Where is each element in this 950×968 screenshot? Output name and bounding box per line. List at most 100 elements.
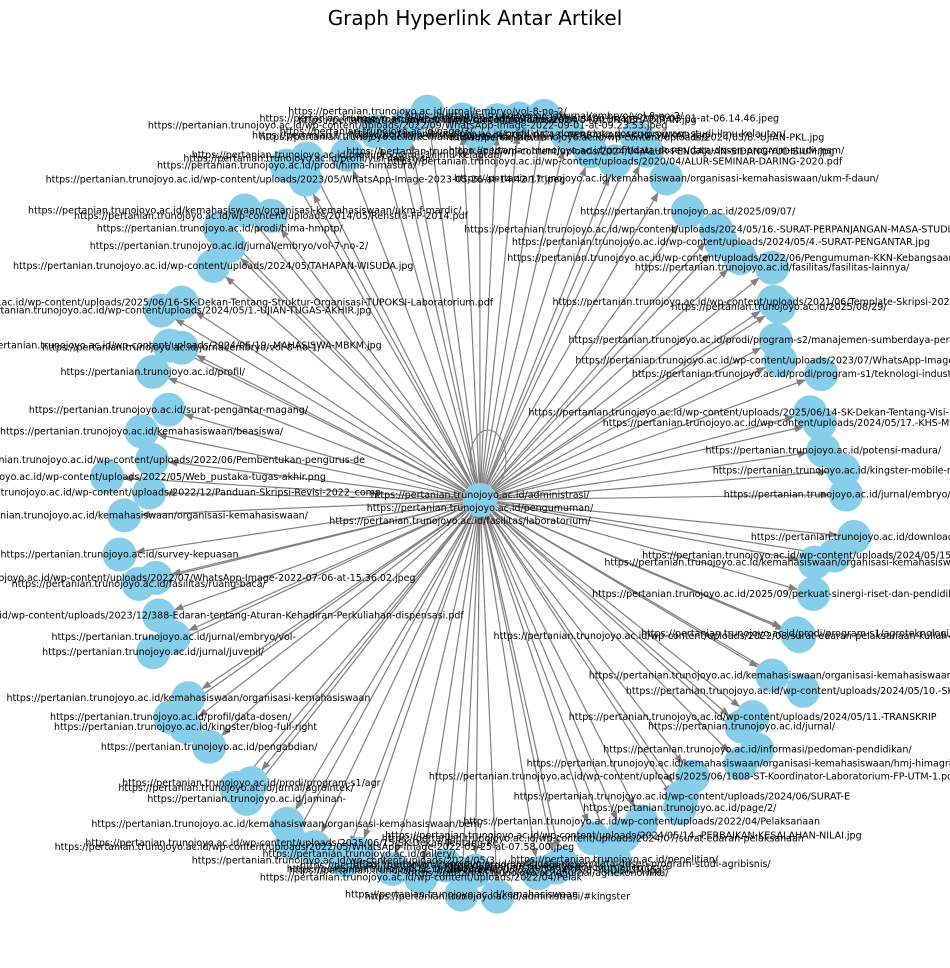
graph-node-60[interactable] — [234, 766, 269, 801]
edge-91 — [379, 146, 476, 484]
node-label-80: https://pertanian.trunojoyo.ac.id/wp-con… — [0, 306, 371, 317]
node-label-81: https://pertanian.trunojoyo.ac.id/wp-con… — [0, 298, 494, 309]
graph-node-14[interactable] — [755, 250, 790, 285]
node-label-47: https://pertanian.trunojoyo.ac.id/admini… — [365, 892, 630, 903]
edge-84 — [230, 239, 469, 489]
graph-node-28[interactable] — [796, 576, 831, 611]
node-label-85: https://pertanian.trunojoyo.ac.id/kemaha… — [28, 205, 462, 216]
graph-node-3[interactable] — [526, 98, 561, 133]
graph-node-86[interactable] — [254, 198, 289, 233]
node-label-34: https://pertanian.trunojoyo.ac.id/jurnal… — [648, 721, 836, 732]
graph-node-75[interactable] — [124, 414, 159, 449]
graph-node-52[interactable] — [375, 851, 410, 886]
edge-9 — [488, 192, 659, 486]
node-label-31: https://pertanian.trunojoyo.ac.id/kemaha… — [589, 670, 950, 681]
edge-49 — [459, 516, 480, 879]
graph-node-36[interactable] — [723, 746, 758, 781]
graph-node-81[interactable] — [164, 285, 199, 320]
node-label-46: https://pertanian.trunojoyo.ac.id/jurnal… — [408, 868, 669, 879]
edge-46 — [482, 516, 538, 858]
graph-node-46[interactable] — [521, 856, 556, 891]
graph-node-57[interactable] — [270, 806, 305, 841]
node-label-38: https://pertanian.trunojoyo.ac.id/wp-con… — [514, 792, 850, 803]
graph-node-67[interactable] — [141, 598, 176, 633]
graph-node-51[interactable] — [403, 860, 438, 895]
graph-node-30[interactable] — [782, 619, 817, 654]
graph-node-9[interactable] — [649, 161, 684, 196]
graph-node-72[interactable] — [132, 475, 167, 510]
graph-node-39[interactable] — [662, 791, 697, 826]
graph-node-43[interactable] — [575, 821, 610, 856]
graph-node-84[interactable] — [202, 211, 237, 246]
edge-63 — [183, 509, 467, 709]
edge-18 — [495, 367, 766, 494]
node-label-32: https://pertanian.trunojoyo.ac.id/wp-con… — [626, 686, 950, 697]
node-label-42: https://pertanian.trunojoyo.ac.id/peneli… — [511, 854, 719, 865]
edge-27 — [496, 502, 800, 562]
graph-node-6[interactable] — [597, 144, 632, 179]
node-label-68: https://pertanian.trunojoyo.ac.id/fasili… — [12, 579, 267, 590]
edge-14 — [492, 277, 760, 490]
graph-node-85[interactable] — [227, 193, 262, 228]
node-label-36: https://pertanian.trunojoyo.ac.id/kemaha… — [527, 759, 950, 770]
edge-85 — [254, 222, 470, 488]
node-label-89: https://pertanian.trunojoyo.ac.id/profil… — [183, 153, 431, 164]
edge-92 — [399, 152, 477, 484]
graph-node-61[interactable] — [192, 729, 227, 764]
graph-node-95[interactable] — [445, 102, 480, 137]
node-label-73: https://pertanian.trunojoyo.ac.id/wp-con… — [0, 472, 326, 483]
graph-node-94[interactable] — [410, 94, 445, 129]
node-label-40: https://pertanian.trunojoyo.ac.id/wp-con… — [463, 816, 820, 827]
edge-16 — [493, 315, 766, 492]
graph-node-76[interactable] — [151, 392, 186, 427]
edge-72 — [165, 489, 464, 501]
graph-node-70[interactable] — [102, 537, 137, 572]
hub-node[interactable] — [463, 483, 497, 517]
edge-71 — [140, 500, 464, 518]
edge-74 — [167, 459, 464, 499]
node-label-1: https://pertanian.trunojoyo.ac.id/wp-con… — [298, 115, 696, 126]
graph-node-71[interactable] — [107, 498, 142, 533]
graph-node-24[interactable] — [828, 477, 863, 512]
graph-node-19[interactable] — [804, 357, 839, 392]
graph-node-90[interactable] — [330, 137, 365, 172]
graph-node-47[interactable] — [480, 879, 515, 914]
node-label-39: https://pertanian.trunojoyo.ac.id/page/2… — [583, 803, 777, 814]
edge-1 — [480, 136, 500, 484]
graph-node-79[interactable] — [152, 328, 187, 363]
graph-node-73[interactable] — [90, 459, 125, 494]
graph-node-69[interactable] — [138, 560, 173, 595]
edge-45 — [482, 516, 555, 853]
graph-node-18[interactable] — [763, 343, 798, 378]
node-label-33: https://pertanian.trunojoyo.ac.id/wp-con… — [569, 712, 937, 723]
graph-node-54[interactable] — [327, 843, 362, 878]
hub-label-1: https://pertanian.trunojoyo.ac.id/pengum… — [367, 503, 594, 514]
node-label-59: https://pertanian.trunojoyo.ac.id/jurnal… — [118, 783, 354, 794]
graph-node-27[interactable] — [797, 545, 832, 580]
graph-node-42[interactable] — [597, 842, 632, 877]
graph-node-8[interactable] — [629, 133, 664, 168]
graph-node-4[interactable] — [549, 116, 584, 151]
graph-node-13[interactable] — [723, 241, 758, 276]
graph-node-31[interactable] — [755, 658, 790, 693]
graph-node-77[interactable] — [135, 354, 170, 389]
node-label-35: https://pertanian.trunojoyo.ac.id/inform… — [603, 745, 912, 756]
graph-node-16[interactable] — [762, 289, 797, 324]
node-label-7: https://pertanian.trunojoyo.ac.id/wp-con… — [450, 133, 824, 144]
graph-node-2[interactable] — [502, 101, 537, 136]
node-label-11: https://pertanian.trunojoyo.ac.id/wp-con… — [464, 225, 950, 236]
edge-51 — [421, 516, 478, 862]
edge-41 — [486, 515, 618, 821]
node-label-21: https://pertanian.trunojoyo.ac.id/wp-con… — [603, 418, 950, 429]
edge-95 — [459, 135, 480, 484]
graph-node-74[interactable] — [135, 442, 170, 477]
graph-node-64[interactable] — [171, 681, 206, 716]
graph-node-32[interactable] — [785, 673, 820, 708]
graph-node-10[interactable] — [670, 194, 705, 229]
graph-node-49[interactable] — [444, 877, 479, 912]
graph-node-21[interactable] — [802, 406, 837, 441]
edge-82 — [225, 276, 468, 490]
edge-90 — [352, 169, 475, 485]
graph-node-89[interactable] — [290, 141, 325, 176]
node-label-5: https://pertanian.trunojoyo.ac.id/wp-con… — [346, 146, 834, 157]
